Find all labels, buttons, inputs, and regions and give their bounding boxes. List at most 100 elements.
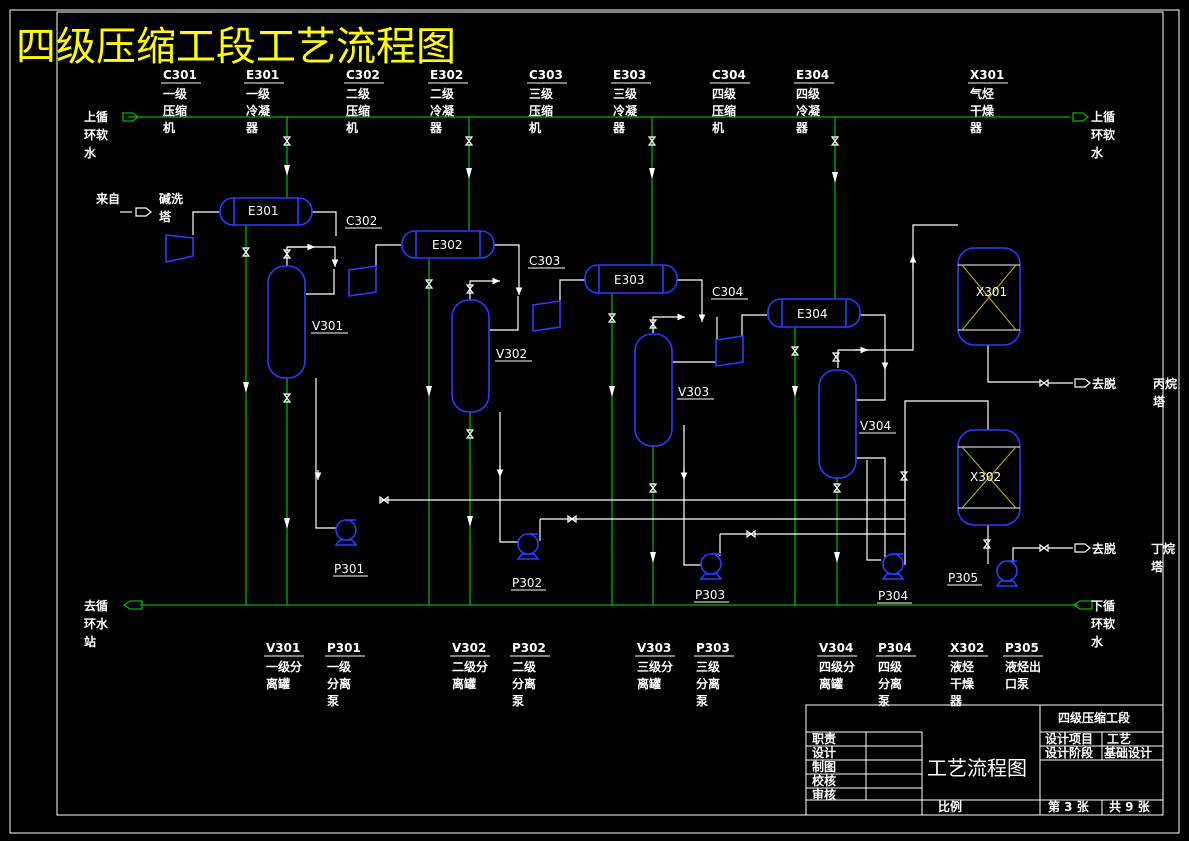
return-inlet-arrow: [1072, 600, 1093, 610]
legend-line: 泵: [327, 694, 339, 708]
svg-text:P305: P305: [948, 571, 978, 585]
legend-line: 二级: [430, 86, 454, 101]
legend-line: 四级: [796, 86, 820, 101]
legend-tag: V301: [266, 641, 300, 655]
outer-frame: [9, 9, 1180, 834]
svg-text:工艺: 工艺: [1107, 731, 1131, 746]
exchanger-E301: [219, 197, 313, 226]
legend-line: 干燥: [950, 676, 975, 691]
legend-line: 三级: [696, 659, 720, 674]
svg-text:V303: V303: [678, 385, 709, 399]
svg-text:P302: P302: [512, 576, 542, 590]
legend-line: 器: [429, 121, 443, 135]
svg-text:X301: X301: [976, 285, 1007, 299]
svg-text:塔: 塔: [159, 209, 172, 224]
svg-text:设计阶段: 设计阶段: [1045, 745, 1094, 760]
legend-line: 三级分: [637, 659, 673, 674]
legend-line: 分离: [327, 676, 351, 691]
inner-frame: [56, 11, 1164, 816]
svg-text:V304: V304: [860, 419, 891, 433]
legend-line: 器: [795, 121, 809, 135]
svg-text:C303: C303: [529, 254, 560, 268]
legend-tag: E304: [796, 68, 829, 82]
legend-line: 压缩: [529, 103, 553, 118]
legend-line: 泵: [878, 694, 890, 708]
legend-line: 一级分: [266, 659, 302, 674]
legend-tag: P303: [696, 641, 730, 655]
legend-tag: X302: [950, 641, 984, 655]
legend-line: 三级: [529, 86, 553, 101]
svg-text:上循: 上循: [84, 109, 108, 124]
svg-text:去循: 去循: [84, 598, 108, 613]
svg-text:环软: 环软: [1091, 127, 1115, 142]
legend-line: 冷凝: [796, 103, 821, 118]
svg-text:去脱: 去脱: [1092, 376, 1116, 391]
vessel-V301: [267, 265, 306, 379]
legend-line: 器: [969, 121, 983, 135]
legend-line: 离罐: [452, 676, 476, 691]
legend-tag: V304: [819, 641, 853, 655]
legend-line: 泵: [512, 694, 524, 708]
pump-P304: [881, 553, 905, 580]
dryer-X301: [957, 247, 1021, 346]
svg-text:设计: 设计: [812, 745, 836, 760]
legend-line: 分离: [696, 676, 720, 691]
legend-tag: E303: [613, 68, 646, 82]
compressors: [165, 234, 744, 367]
flow-arrows: [243, 165, 840, 563]
legend-line: 离罐: [637, 676, 661, 691]
svg-text:水: 水: [84, 145, 97, 160]
svg-text:E303: E303: [614, 273, 645, 287]
legend-line: 液烃出: [1005, 659, 1041, 674]
svg-text:制图: 制图: [812, 759, 836, 774]
legend-line: 压缩: [712, 103, 736, 118]
svg-text:共 9 张: 共 9 张: [1109, 799, 1151, 814]
svg-text:E302: E302: [432, 238, 463, 252]
legend-line: 干燥: [970, 103, 995, 118]
separators: [267, 265, 857, 479]
legend-line: 分离: [512, 676, 536, 691]
legend-tag: P305: [1005, 641, 1039, 655]
legend-line: 一级: [246, 86, 270, 101]
legend-tag: C301: [163, 68, 197, 82]
legend-tag: P301: [327, 641, 361, 655]
legend-tag: E302: [430, 68, 463, 82]
svg-text:X302: X302: [970, 470, 1001, 484]
return-outlet-arrow: [122, 600, 143, 610]
legend-line: 压缩: [346, 103, 370, 118]
stream-labels: 来自 碱洗 塔 去脱 丙烷 塔 去脱 丁烷 塔: [95, 191, 1177, 574]
svg-text:丙烷: 丙烷: [1153, 376, 1177, 391]
legend-line: 离罐: [819, 676, 843, 691]
legend-tag: P304: [878, 641, 912, 655]
legend-tag: P302: [512, 641, 546, 655]
vessel-V303: [634, 333, 673, 447]
svg-text:审核: 审核: [812, 787, 836, 802]
legend-tag: V302: [452, 641, 486, 655]
svg-text:碱洗: 碱洗: [159, 191, 183, 206]
svg-text:E304: E304: [797, 307, 828, 321]
legend-line: 冷凝: [430, 103, 455, 118]
svg-text:丁烷: 丁烷: [1151, 541, 1175, 556]
svg-text:工艺流程图: 工艺流程图: [927, 756, 1027, 780]
exchanger-E304: [767, 298, 861, 328]
legend-line: 泵: [696, 694, 708, 708]
legend-line: 二级: [346, 86, 370, 101]
svg-text:塔: 塔: [1153, 394, 1166, 409]
legend-line: 一级: [163, 86, 187, 101]
svg-text:水: 水: [1091, 634, 1104, 649]
exchanger-E302: [401, 230, 495, 259]
svg-text:四级压缩工段: 四级压缩工段: [1058, 710, 1131, 725]
svg-text:上循: 上循: [1091, 109, 1115, 124]
vessel-V304: [818, 369, 857, 479]
valves: [241, 136, 1049, 553]
